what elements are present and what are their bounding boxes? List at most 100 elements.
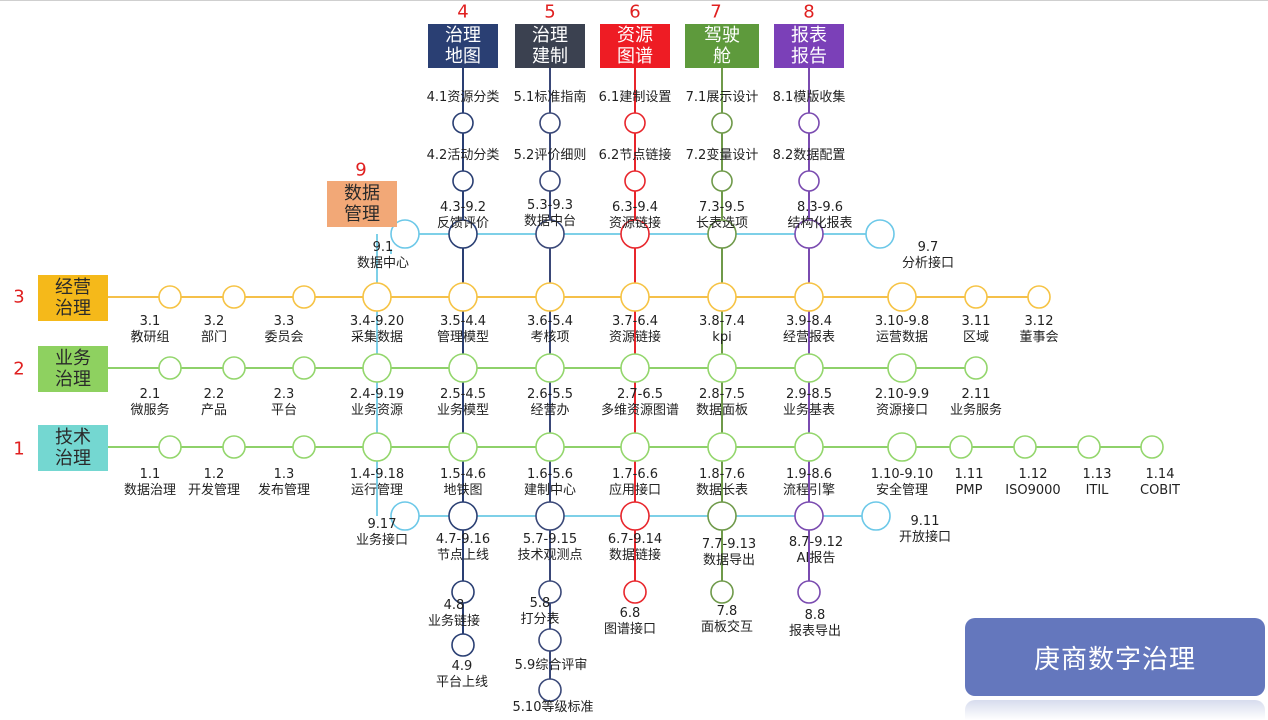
- station-r1-10[interactable]: [887, 432, 917, 462]
- category-business-box[interactable]: 业务 治理: [38, 346, 108, 392]
- station-col4-top-2[interactable]: [452, 170, 474, 192]
- station-r3-4[interactable]: [362, 282, 392, 312]
- category-system-box[interactable]: 治理 建制: [515, 24, 585, 68]
- station-r2-5[interactable]: [448, 353, 478, 383]
- station-r1-6[interactable]: [535, 432, 565, 462]
- station-r1-12[interactable]: [1013, 435, 1037, 459]
- station-r2-4[interactable]: [362, 353, 392, 383]
- station-c8-b1[interactable]: [797, 580, 821, 604]
- station-c5-b3[interactable]: [538, 678, 562, 702]
- station-r2-6[interactable]: [535, 353, 565, 383]
- station-bottom-cross-2[interactable]: [448, 501, 478, 531]
- station-r1-9[interactable]: [794, 432, 824, 462]
- station-r1-1[interactable]: [158, 435, 182, 459]
- category-map-box[interactable]: 治理 地图: [428, 24, 498, 68]
- station-bottom-cross-1[interactable]: [390, 501, 420, 531]
- station-r3-9[interactable]: [794, 282, 824, 312]
- station-code: 2.10-9.9: [874, 387, 930, 402]
- station-r2-2[interactable]: [222, 356, 246, 380]
- station-r3-6[interactable]: [535, 282, 565, 312]
- category-resource-box[interactable]: 资源 图谱: [600, 24, 670, 68]
- station-r1-11[interactable]: [949, 435, 973, 459]
- station-name: 5.10等级标准: [512, 700, 594, 715]
- station-col8-top-2[interactable]: [798, 170, 820, 192]
- station-r3-5[interactable]: [448, 282, 478, 312]
- station-r3-11[interactable]: [964, 285, 988, 309]
- station-col8-top-1[interactable]: [798, 112, 820, 134]
- brand-banner: 庚商数字治理: [965, 618, 1265, 696]
- station-code: 5.7-9.15: [522, 532, 578, 547]
- station-bottom-cross-3[interactable]: [535, 501, 565, 531]
- station-name: 业务接口: [355, 533, 409, 548]
- category-cockpit-box[interactable]: 驾驶 舱: [685, 24, 759, 68]
- station-r1-13[interactable]: [1077, 435, 1101, 459]
- station-top-cross-6[interactable]: [794, 219, 824, 249]
- station-c5-b2[interactable]: [538, 628, 562, 652]
- station-r2-11[interactable]: [964, 356, 988, 380]
- station-r1-3[interactable]: [292, 435, 316, 459]
- station-col6-top-2[interactable]: [624, 170, 646, 192]
- station-top-cross-3[interactable]: [535, 219, 565, 249]
- station-r1-14[interactable]: [1140, 435, 1164, 459]
- station-r2-3[interactable]: [292, 356, 316, 380]
- station-col6-top-1[interactable]: [624, 112, 646, 134]
- category-report-box[interactable]: 报表 报告: [774, 24, 844, 68]
- category-map-number: 4: [457, 1, 469, 23]
- station-name: 数据链接: [608, 548, 661, 563]
- station-bottom-cross-7[interactable]: [861, 501, 891, 531]
- station-bottom-cross-4[interactable]: [620, 501, 650, 531]
- category-tech-box[interactable]: 技术 治理: [38, 425, 108, 471]
- station-c4-b2[interactable]: [451, 633, 475, 657]
- station-r3-3[interactable]: [292, 285, 316, 309]
- station-c5-b1[interactable]: [538, 580, 562, 604]
- station-c4-b1[interactable]: [451, 580, 475, 604]
- station-name: ISO9000: [1005, 483, 1061, 498]
- station-code: 6.7-9.14: [607, 532, 663, 547]
- station-top-cross-1[interactable]: [390, 219, 420, 249]
- station-top-cross-5[interactable]: [707, 219, 737, 249]
- station-r1-7[interactable]: [620, 432, 650, 462]
- category-operation-box[interactable]: 经营 治理: [38, 275, 108, 321]
- station-r2-8[interactable]: [707, 353, 737, 383]
- station-r3-7[interactable]: [620, 282, 650, 312]
- station-top-cross-2[interactable]: [448, 219, 478, 249]
- station-c6-b1[interactable]: [623, 580, 647, 604]
- station-r2-7[interactable]: [620, 353, 650, 383]
- station-bottom-cross-6[interactable]: [794, 501, 824, 531]
- station-r1-4[interactable]: [362, 432, 392, 462]
- station-r3-10[interactable]: [887, 282, 917, 312]
- station-name: 报表导出: [788, 624, 842, 639]
- station-r3-1[interactable]: [158, 285, 182, 309]
- station-r3-8[interactable]: [707, 282, 737, 312]
- station-r3-12[interactable]: [1027, 285, 1051, 309]
- station-col4-top-1[interactable]: [452, 112, 474, 134]
- station-code: 1.10-9.10: [870, 467, 934, 482]
- station-r3-2[interactable]: [222, 285, 246, 309]
- station-col5-top-1[interactable]: [539, 112, 561, 134]
- category-data-box[interactable]: 数据 管理: [327, 181, 397, 227]
- station-name: 开放接口: [898, 530, 952, 545]
- station-col7-top-1[interactable]: [711, 112, 733, 134]
- station-c7-b1[interactable]: [710, 580, 734, 604]
- station-col7-top-2[interactable]: [711, 170, 733, 192]
- station-r2-9[interactable]: [794, 353, 824, 383]
- station-r2-1[interactable]: [158, 356, 182, 380]
- station-top-cross-7[interactable]: [865, 219, 895, 249]
- station-bottom-cross-5[interactable]: [707, 501, 737, 531]
- station-col5-top-2[interactable]: [539, 170, 561, 192]
- station-name: 平台上线: [435, 675, 489, 690]
- station-r1-5[interactable]: [448, 432, 478, 462]
- station-r1-2[interactable]: [222, 435, 246, 459]
- station-r1-8[interactable]: [707, 432, 737, 462]
- station-top-cross-4[interactable]: [620, 219, 650, 249]
- station-code: 3.1: [139, 314, 161, 329]
- station-r2-10[interactable]: [887, 353, 917, 383]
